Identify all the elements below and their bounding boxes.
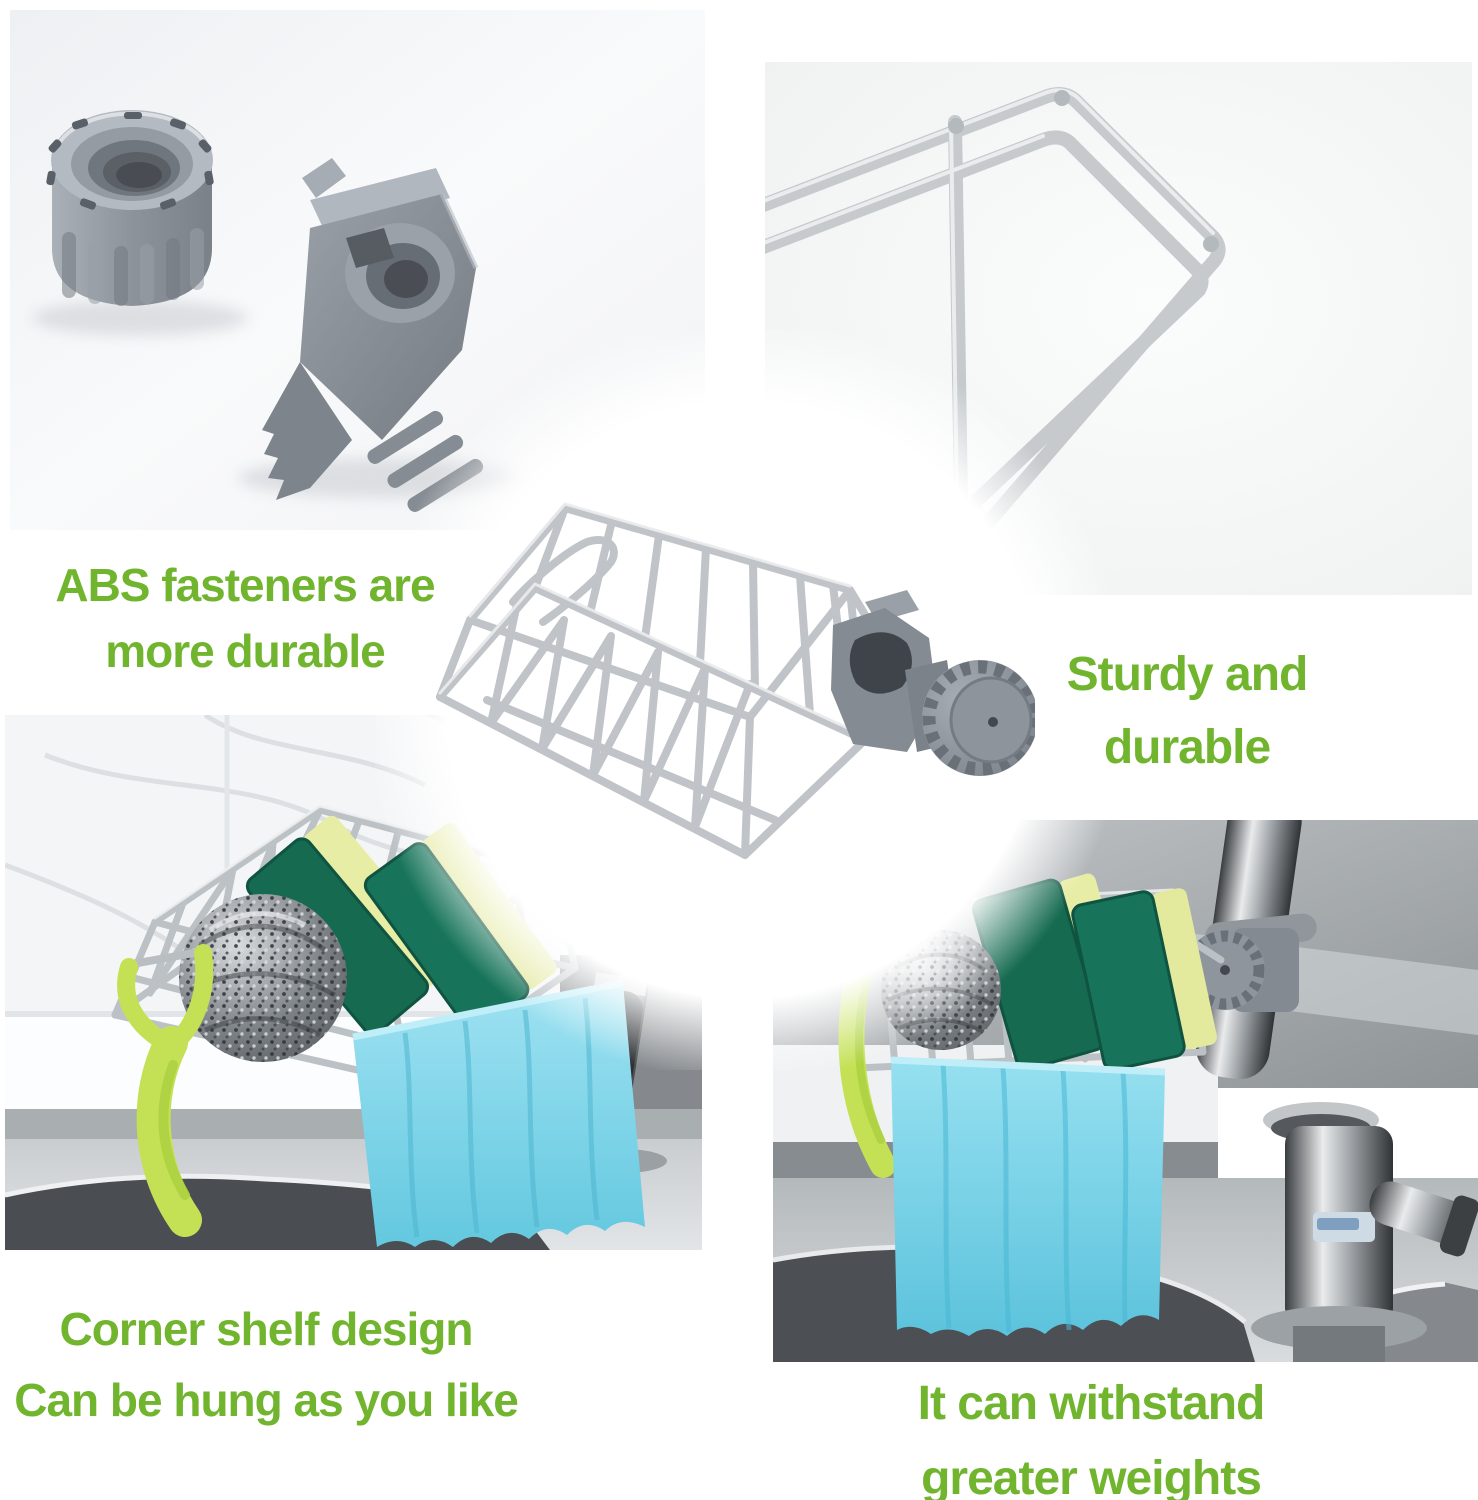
caption-withstand-weights: It can withstand greater weights bbox=[855, 1366, 1327, 1500]
abs-fasteners-illustration bbox=[10, 10, 705, 530]
caption-line: It can withstand bbox=[917, 1377, 1266, 1430]
cap-slots bbox=[46, 112, 214, 210]
clamp-teeth bbox=[262, 362, 352, 500]
caption-line: Can be hung as you like bbox=[14, 1374, 519, 1426]
caption-line: Sturdy and bbox=[1066, 648, 1309, 701]
caption-line: durable bbox=[1103, 721, 1271, 774]
abs-cap-fastener bbox=[46, 110, 214, 306]
faucet-scene-illustration bbox=[773, 820, 1478, 1362]
caption-abs-fasteners: ABS fasteners are more durable bbox=[0, 552, 490, 684]
caption-line: Corner shelf design bbox=[59, 1303, 474, 1355]
caddy-illustration bbox=[436, 502, 1035, 859]
scrubber-ball bbox=[179, 894, 347, 1062]
caption-line: ABS fasteners are bbox=[55, 559, 435, 611]
wire-basket bbox=[436, 502, 869, 859]
caption-corner-shelf: Corner shelf design Can be hung as you l… bbox=[0, 1294, 532, 1436]
photo-caddy-product bbox=[435, 490, 1035, 940]
caption-line: more durable bbox=[105, 625, 385, 677]
photo-abs-fasteners bbox=[10, 10, 705, 530]
caption-sturdy-durable: Sturdy and durable bbox=[950, 638, 1424, 784]
peeler bbox=[117, 944, 214, 1237]
caption-line: greater weights bbox=[921, 1452, 1262, 1500]
photo-faucet-scene bbox=[773, 820, 1478, 1362]
faucet-clamp bbox=[831, 587, 1035, 776]
blue-towel bbox=[890, 1056, 1166, 1336]
